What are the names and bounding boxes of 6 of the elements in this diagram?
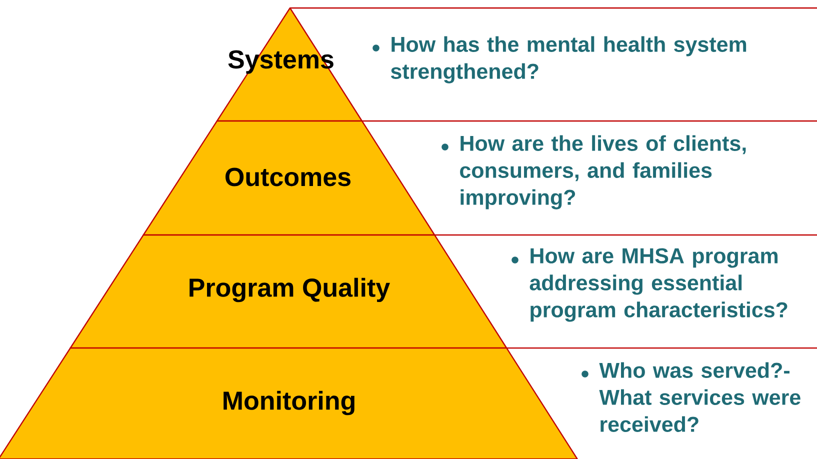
bullet-text: How are the lives of clients, consumers, and families improving?	[460, 135, 746, 210]
pyramid-tier: Program Quality	[70, 234, 508, 349]
bullet-text: How are MHSA program addressing essential program characteristics?	[530, 248, 788, 322]
bullet-text: Who was served?- What services were received?	[599, 362, 800, 432]
pyramid-tier: Monitoring	[0, 347, 578, 459]
bullet-text: How has the mental health system strengthened?	[390, 36, 746, 84]
